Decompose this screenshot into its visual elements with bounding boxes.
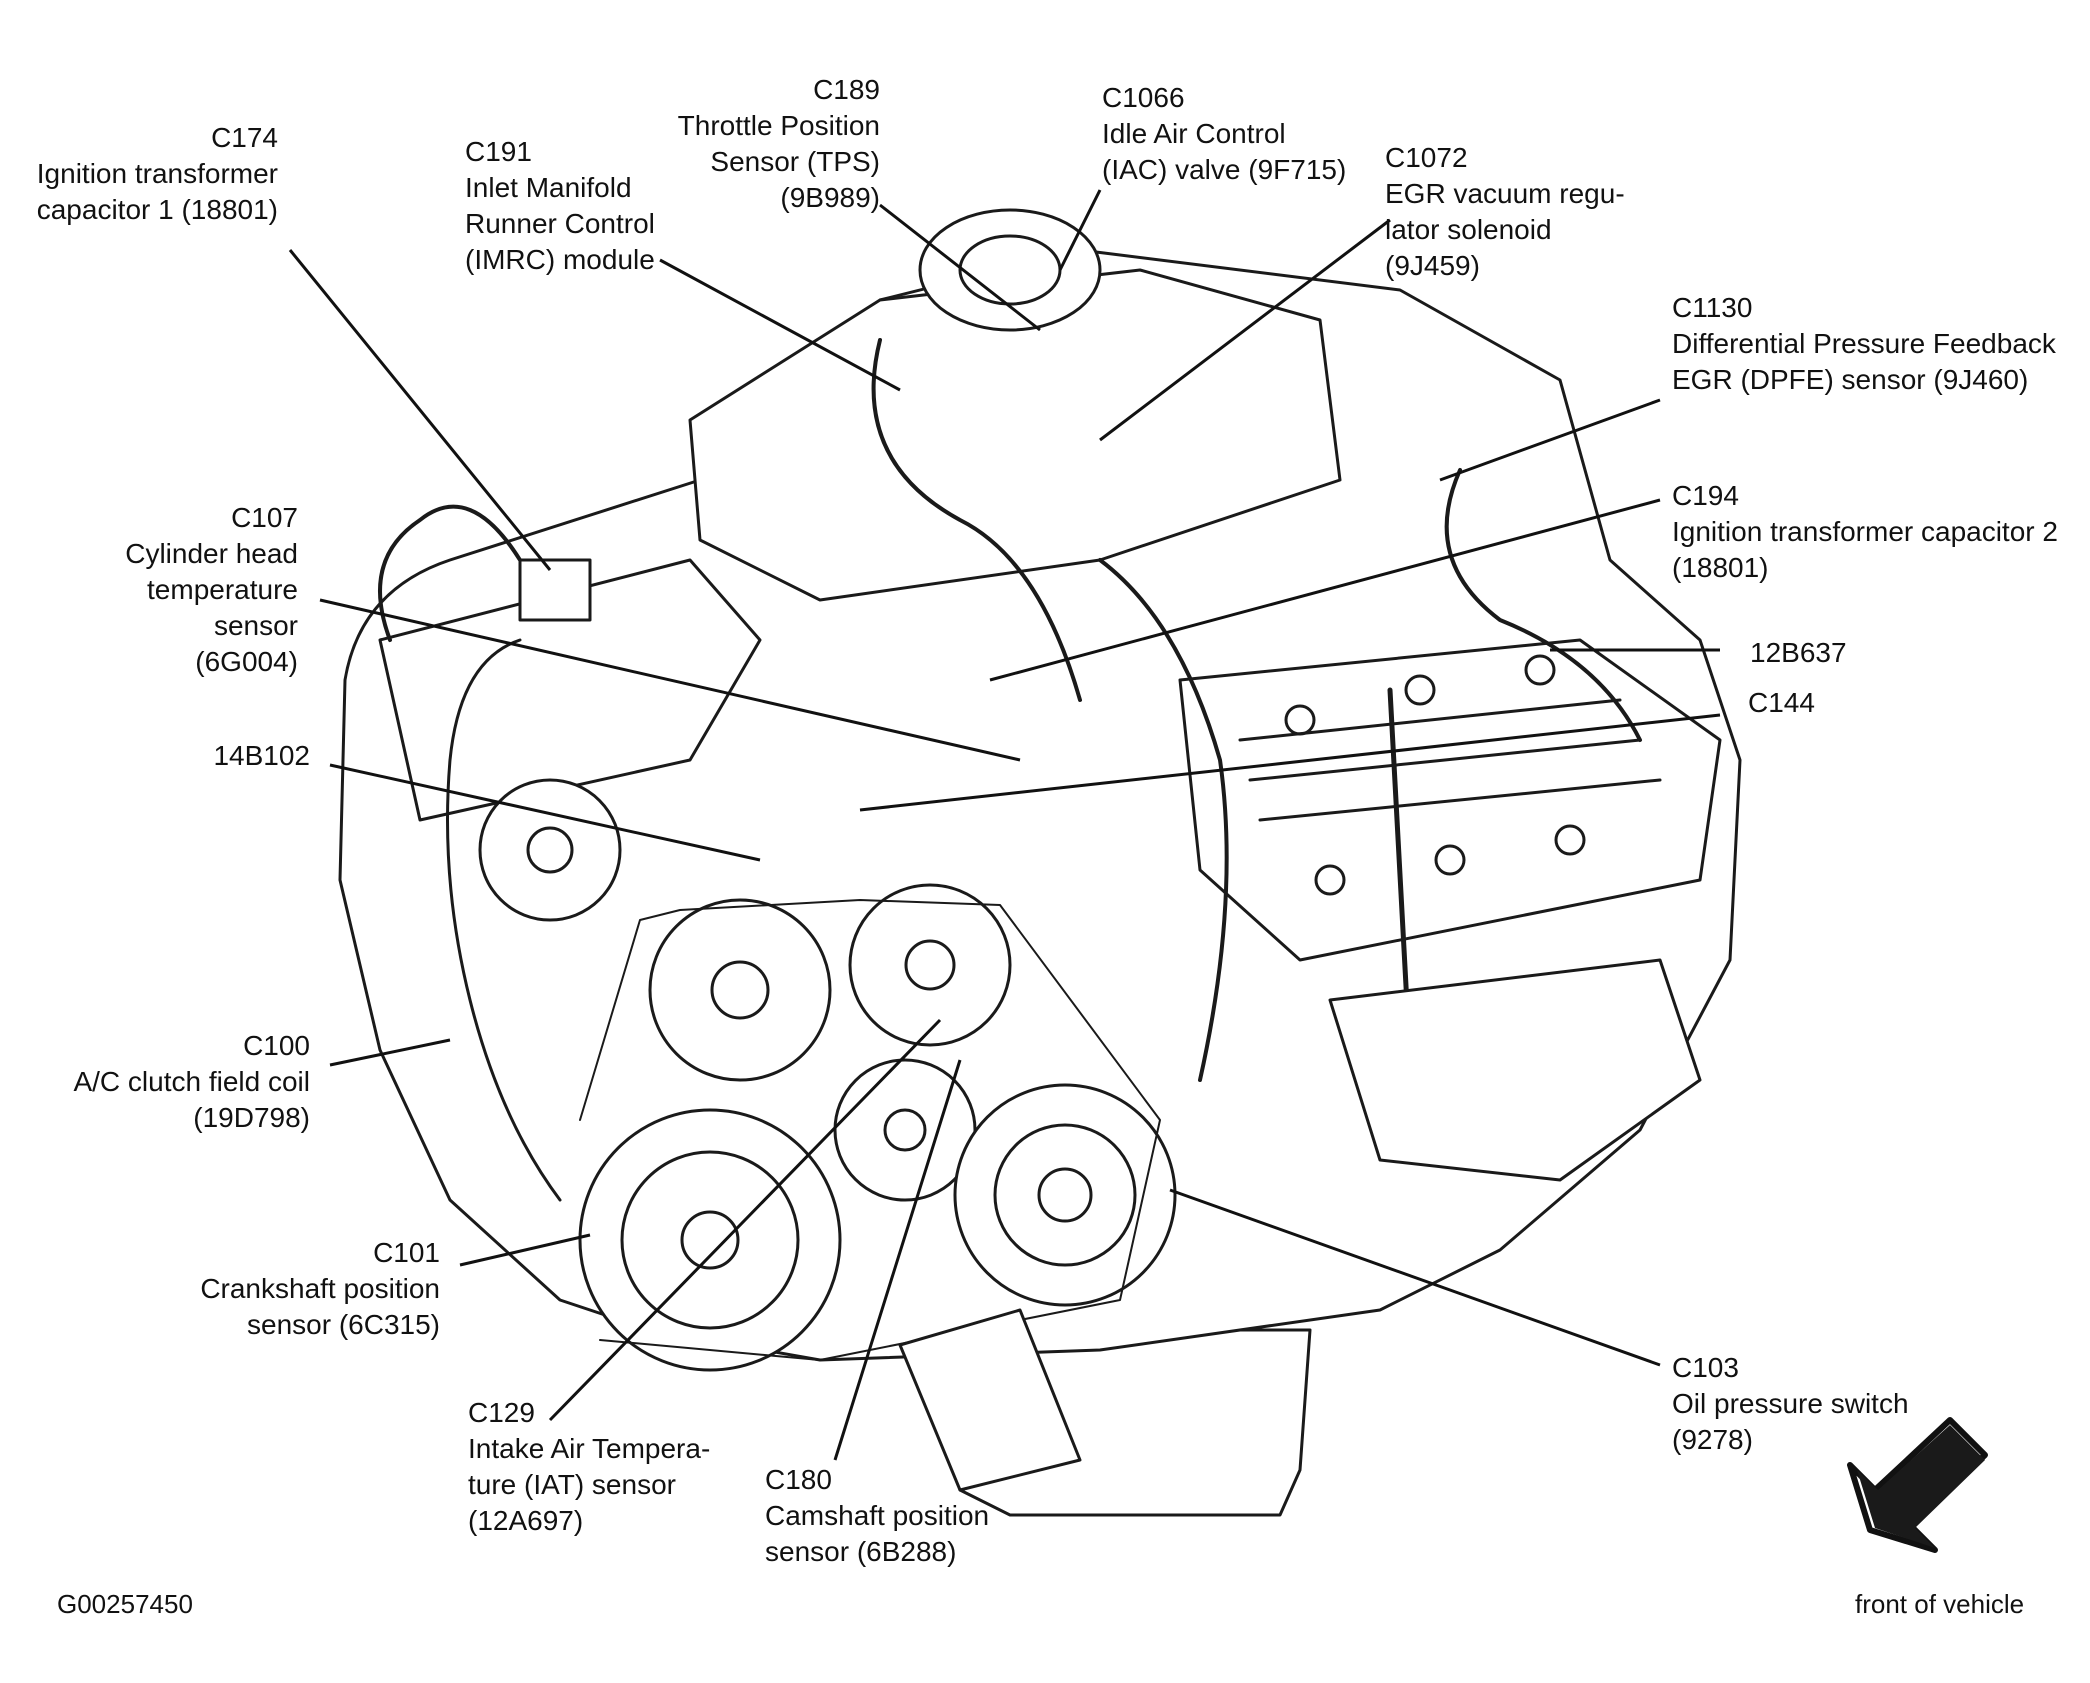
leader-c180 [833, 1059, 962, 1461]
callout-14b102: 14B102 [213, 740, 310, 771]
leader-c101 [459, 1233, 591, 1267]
leader-c191 [659, 258, 901, 392]
alternator-pulley [478, 778, 622, 922]
leader-c1066 [1058, 189, 1102, 271]
throttle-body [918, 208, 1102, 332]
front-arrow-icon [1847, 1417, 1988, 1553]
power-steering-pulley [953, 1083, 1177, 1307]
leader-c174 [288, 249, 552, 571]
front-of-vehicle-label: front of vehicle [1855, 1589, 2025, 1619]
leader-c100 [329, 1038, 451, 1067]
crankshaft-pulley [578, 1108, 842, 1372]
water-pump-pulley [648, 898, 832, 1082]
coil-connector [518, 558, 592, 622]
callout-c144: C144 [1748, 687, 1815, 718]
leader-c107 [319, 598, 1021, 762]
leader-c194 [989, 498, 1661, 682]
leader-c1130 [1439, 398, 1661, 482]
idler-pulley [848, 883, 1012, 1047]
figure-id: G00257450 [57, 1589, 193, 1619]
leader-14b102 [329, 763, 761, 862]
callout-12b637: 12B637 [1750, 637, 1847, 668]
wiring-harness [378, 338, 1642, 1082]
leader-c144 [859, 713, 1721, 812]
leader-c129 [548, 1018, 942, 1422]
oil-filter [898, 1308, 1082, 1492]
valve-cover-left [378, 558, 762, 822]
leader-c103 [1169, 1188, 1661, 1367]
leader-c1072 [1099, 218, 1391, 442]
exhaust-manifold [1328, 958, 1702, 1182]
leader-c189 [879, 203, 1041, 332]
